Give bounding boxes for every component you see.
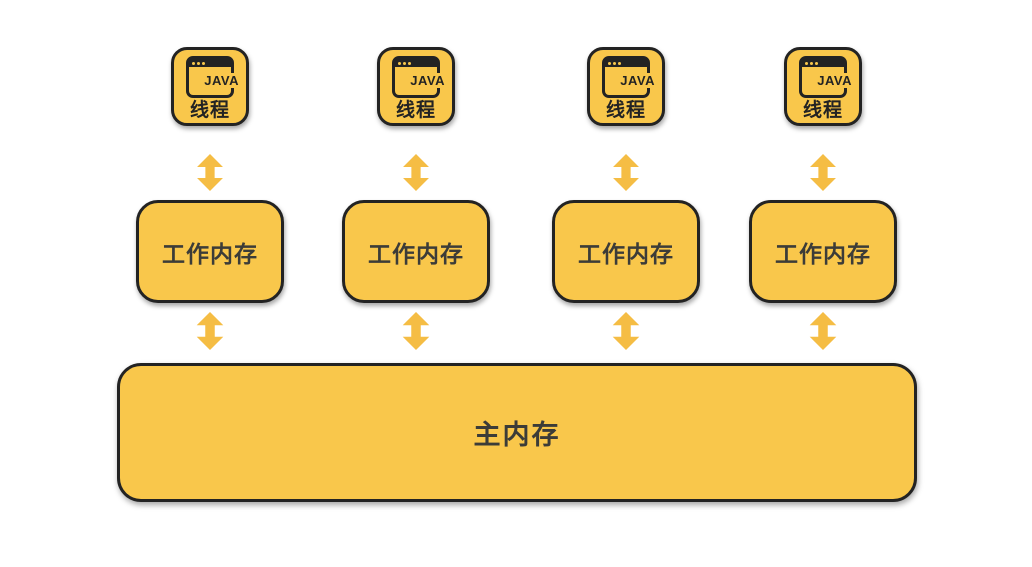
working-memory-label: 工作内存 — [368, 240, 464, 267]
window-dot-icon — [403, 61, 406, 65]
thread-column-2: JAVA 线程 工作内存 — [342, 47, 490, 350]
browser-window-icon: JAVA — [392, 56, 447, 98]
bidirectional-arrow-icon — [612, 312, 640, 350]
working-memory-box: 工作内存 — [136, 200, 284, 303]
working-memory-box: 工作内存 — [749, 200, 897, 303]
thread-label: 线程 — [605, 100, 646, 121]
window-titlebar — [802, 59, 844, 67]
bidirectional-arrow-icon — [402, 312, 430, 350]
window-dot-icon — [810, 61, 813, 65]
window-dot-icon — [815, 61, 818, 65]
java-label: JAVA — [815, 73, 854, 88]
bidirectional-arrow-icon — [809, 312, 837, 350]
java-label: JAVA — [202, 73, 241, 88]
window-dot-icon — [202, 61, 205, 65]
window-dot-icon — [197, 61, 200, 65]
thread-label: 线程 — [802, 100, 843, 121]
window-titlebar — [395, 59, 437, 67]
thread-column-4: JAVA 线程 工作内存 — [749, 47, 897, 350]
thread-column-1: JAVA 线程 工作内存 — [136, 47, 284, 350]
window-titlebar — [605, 59, 647, 67]
main-memory-box: 主内存 — [117, 363, 917, 502]
window-dot-icon — [613, 61, 616, 65]
window-dot-icon — [805, 61, 808, 65]
window-dot-icon — [192, 61, 195, 65]
bidirectional-arrow-icon — [613, 154, 639, 191]
working-memory-label: 工作内存 — [775, 240, 871, 267]
java-label: JAVA — [618, 73, 657, 88]
java-thread-icon: JAVA 线程 — [587, 47, 665, 126]
java-thread-icon: JAVA 线程 — [377, 47, 455, 126]
main-memory-label: 主内存 — [473, 420, 561, 450]
thread-label: 线程 — [189, 100, 230, 121]
window-dot-icon — [408, 61, 411, 65]
browser-window-icon: JAVA — [602, 56, 657, 98]
working-memory-box: 工作内存 — [552, 200, 700, 303]
bidirectional-arrow-icon — [196, 312, 224, 350]
browser-window-icon: JAVA — [799, 56, 854, 98]
bidirectional-arrow-icon — [197, 154, 223, 191]
window-dot-icon — [608, 61, 611, 65]
bidirectional-arrow-icon — [403, 154, 429, 191]
java-thread-icon: JAVA 线程 — [784, 47, 862, 126]
bidirectional-arrow-icon — [810, 154, 836, 191]
thread-column-3: JAVA 线程 工作内存 — [552, 47, 700, 350]
java-thread-icon: JAVA 线程 — [171, 47, 249, 126]
browser-window-icon: JAVA — [186, 56, 241, 98]
thread-label: 线程 — [395, 100, 436, 121]
window-titlebar — [189, 59, 231, 67]
window-dot-icon — [398, 61, 401, 65]
window-dot-icon — [618, 61, 621, 65]
java-label: JAVA — [408, 73, 447, 88]
working-memory-label: 工作内存 — [578, 240, 674, 267]
working-memory-box: 工作内存 — [342, 200, 490, 303]
working-memory-label: 工作内存 — [162, 240, 258, 267]
